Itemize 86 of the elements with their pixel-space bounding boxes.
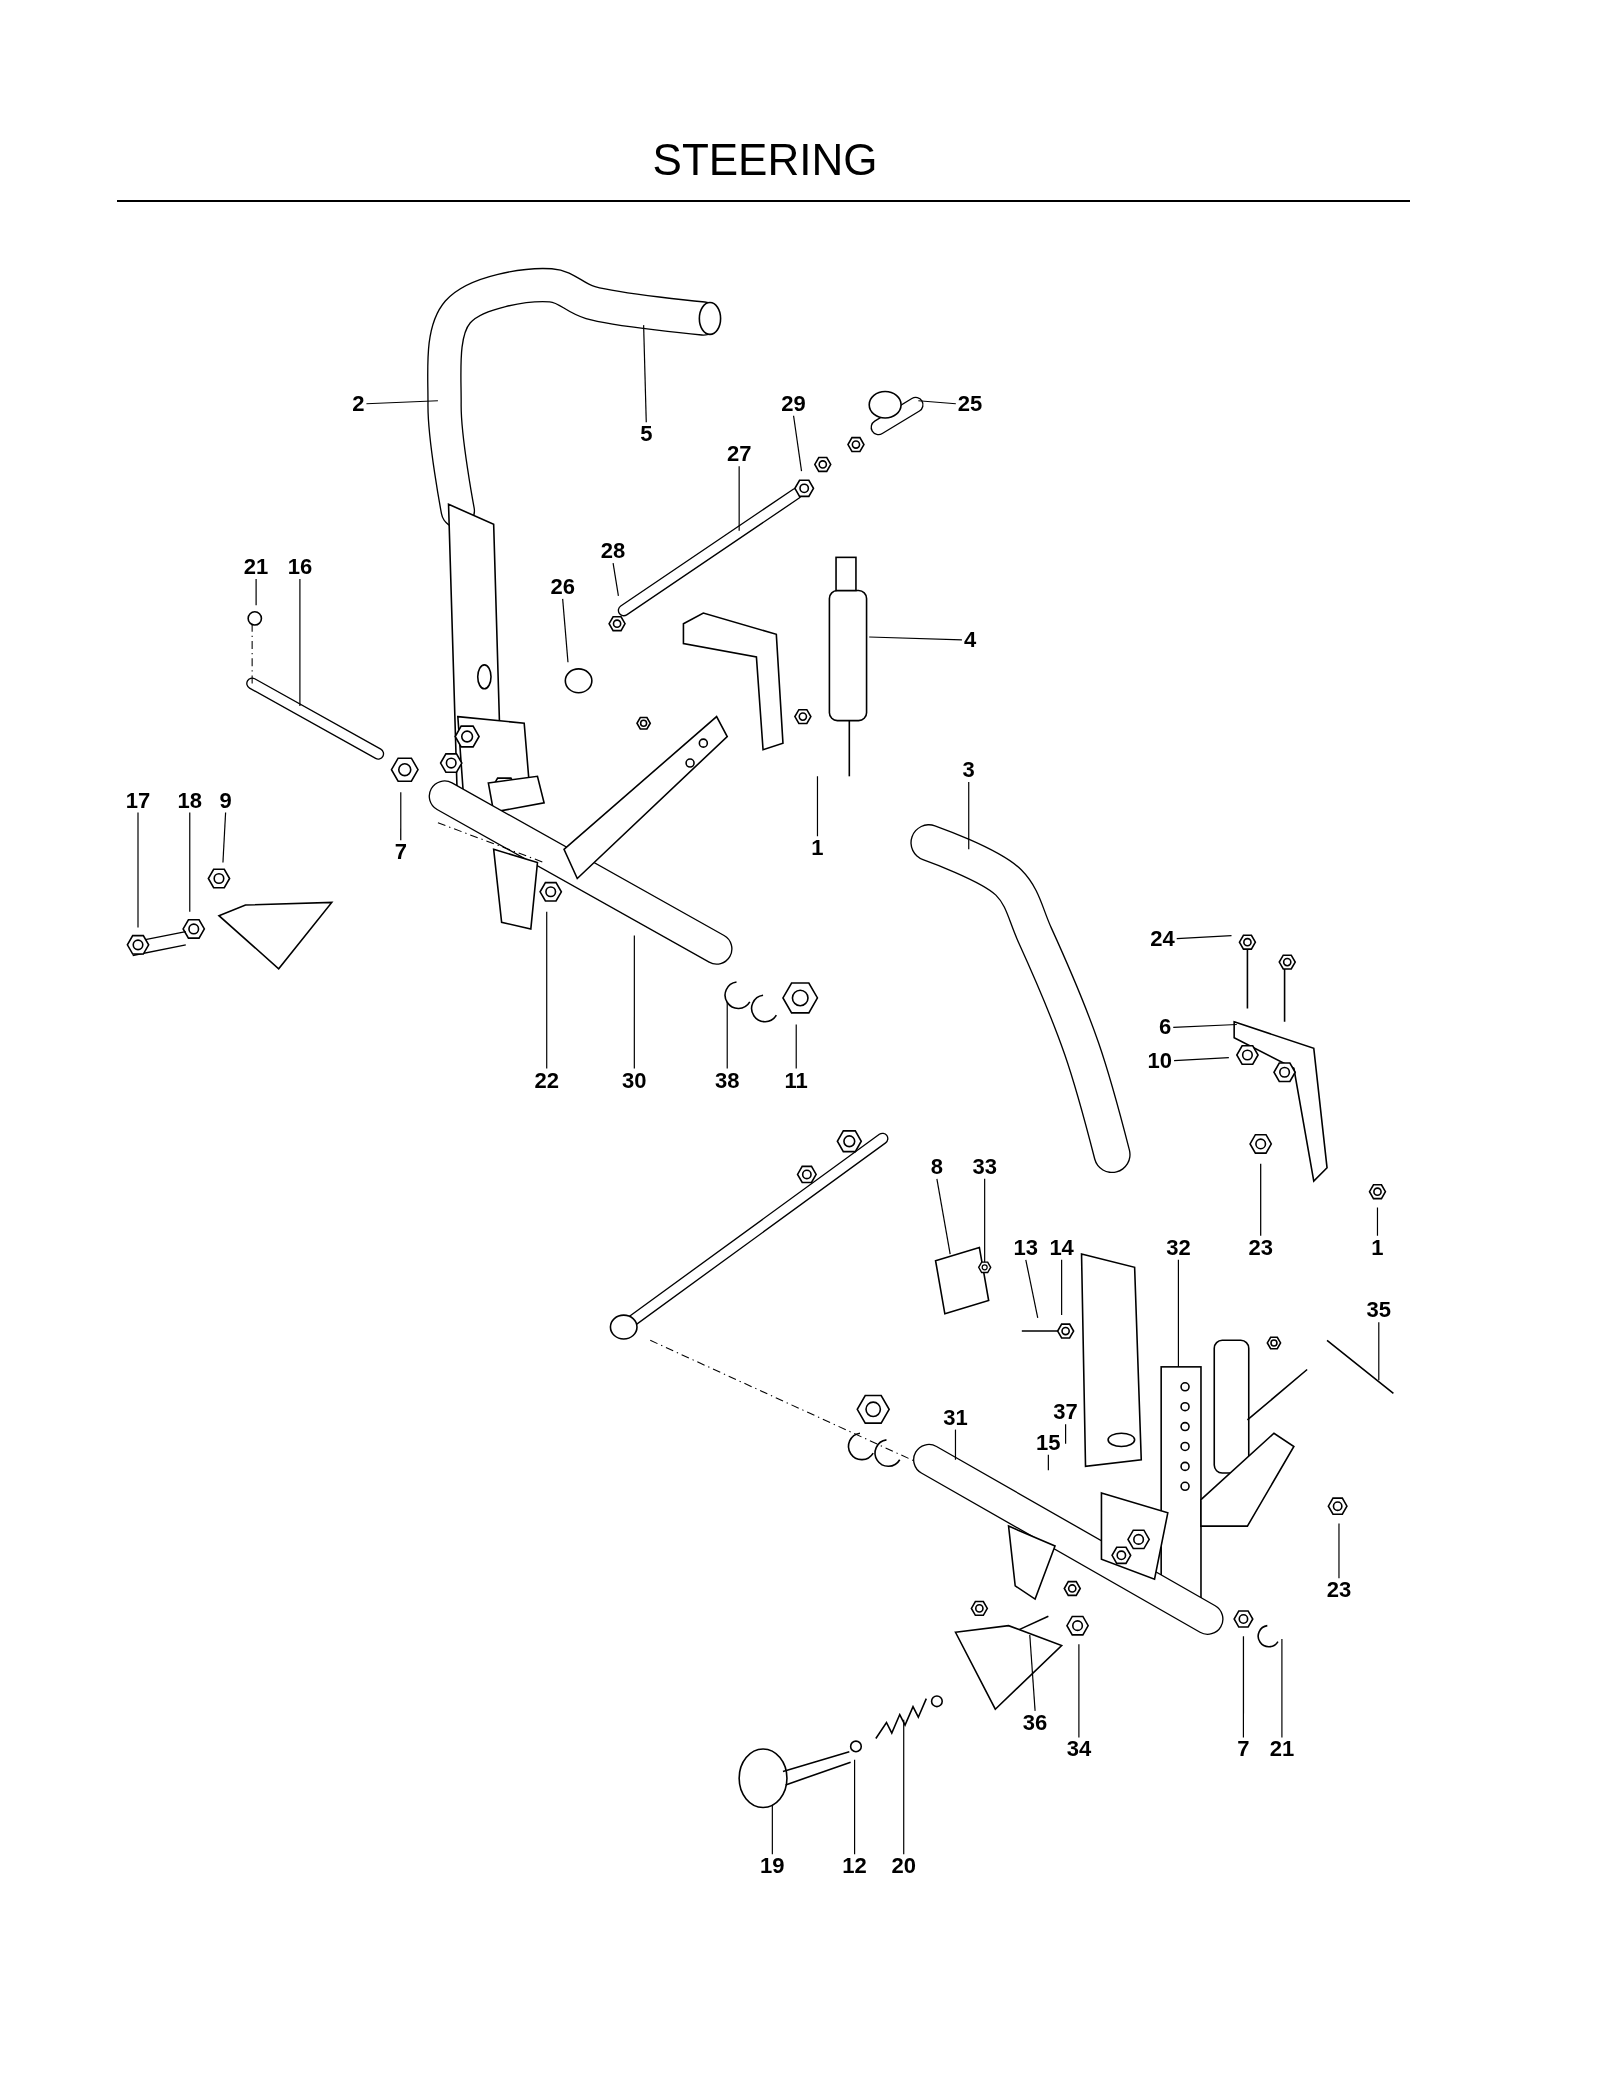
leader-line [255, 578, 257, 606]
callout-number: 6 [1157, 1015, 1174, 1040]
nut-icon [977, 1261, 992, 1274]
leader-line [903, 1719, 905, 1855]
leader-line [726, 1001, 728, 1070]
callout-number: 30 [620, 1068, 649, 1093]
callout-number: 4 [961, 627, 979, 652]
leader-line [1242, 1635, 1245, 1738]
leader-line [400, 791, 402, 841]
leader-line [795, 1023, 797, 1070]
callout-number: 25 [955, 391, 985, 416]
leader-line [1061, 1259, 1063, 1316]
callout-number: 5 [638, 422, 655, 447]
leader-line [562, 598, 569, 663]
leader-line [868, 636, 963, 641]
leader-line [1376, 1207, 1379, 1237]
leader-line [1338, 1522, 1340, 1579]
leader-line [612, 562, 619, 597]
leader-line [1281, 1638, 1283, 1738]
callout-number: 29 [779, 391, 808, 416]
callout-number: 32 [1164, 1235, 1193, 1260]
callout-number: 16 [285, 555, 315, 579]
leader-line [633, 934, 635, 1070]
callout-number: 2 [350, 391, 367, 416]
callout-number: 18 [175, 788, 204, 813]
leader-line [954, 1429, 957, 1461]
callout-number: 38 [713, 1068, 742, 1093]
callout-number: 26 [548, 574, 577, 599]
callout-number: 7 [392, 840, 409, 865]
callout-number: 13 [1011, 1235, 1041, 1260]
leader-line [189, 811, 191, 913]
callout-number: 23 [1246, 1235, 1275, 1260]
callout-number: 1 [809, 836, 826, 861]
callout-number: 35 [1364, 1298, 1394, 1323]
leader-line [1177, 1259, 1179, 1368]
leader-line [643, 324, 647, 423]
leader-line [1173, 1057, 1230, 1062]
callout-number: 33 [970, 1154, 999, 1179]
callout-number: 20 [889, 1854, 918, 1879]
callout-number: 21 [241, 555, 271, 579]
callout-number: 22 [532, 1068, 561, 1093]
callout-number: 14 [1047, 1235, 1076, 1260]
leader-line [968, 781, 970, 850]
leader-line [299, 578, 301, 707]
callout-number: 9 [217, 788, 234, 813]
leader-line [1172, 1023, 1238, 1029]
leader-line [792, 415, 803, 472]
callout-number: 27 [724, 442, 754, 467]
callout-number: 36 [1020, 1710, 1050, 1735]
callout-number: 10 [1145, 1048, 1175, 1073]
callout-number: 11 [782, 1068, 810, 1093]
page-title: STEERING [651, 135, 879, 185]
callout-number: 23 [1324, 1578, 1354, 1603]
leader-line [137, 811, 139, 929]
callout-number: 8 [928, 1154, 945, 1179]
callout-number: 15 [1034, 1430, 1063, 1455]
leader-line [1025, 1259, 1039, 1319]
callout-number: 19 [758, 1854, 787, 1879]
leader-line [1047, 1454, 1049, 1471]
callout-number: 28 [598, 539, 628, 564]
leader-line [984, 1178, 986, 1263]
callout-number: 12 [840, 1854, 869, 1879]
leader-line [1378, 1321, 1380, 1381]
leader-line [1078, 1643, 1080, 1738]
leader-line [936, 1178, 951, 1255]
callout-number: 21 [1267, 1737, 1297, 1762]
callout-number: 37 [1051, 1400, 1080, 1425]
leader-line [365, 400, 439, 405]
callout-number: 17 [123, 788, 153, 813]
callout-number: 3 [960, 758, 977, 783]
callout-number: 31 [941, 1405, 970, 1430]
leader-line [771, 1804, 773, 1855]
leader-line [1029, 1634, 1036, 1712]
leader-line [816, 775, 819, 837]
callout-number: 1 [1369, 1235, 1386, 1260]
callout-number: 7 [1235, 1737, 1252, 1762]
leader-line [222, 811, 227, 864]
leader-line [1260, 1163, 1262, 1237]
callout-number: 24 [1148, 926, 1177, 951]
leader-line [1065, 1423, 1067, 1445]
leader-line [546, 911, 548, 1070]
callout-number: 34 [1064, 1737, 1094, 1762]
leader-line [1176, 934, 1233, 940]
leader-line [738, 465, 740, 532]
leader-line [854, 1759, 856, 1855]
leader-line [917, 400, 957, 405]
